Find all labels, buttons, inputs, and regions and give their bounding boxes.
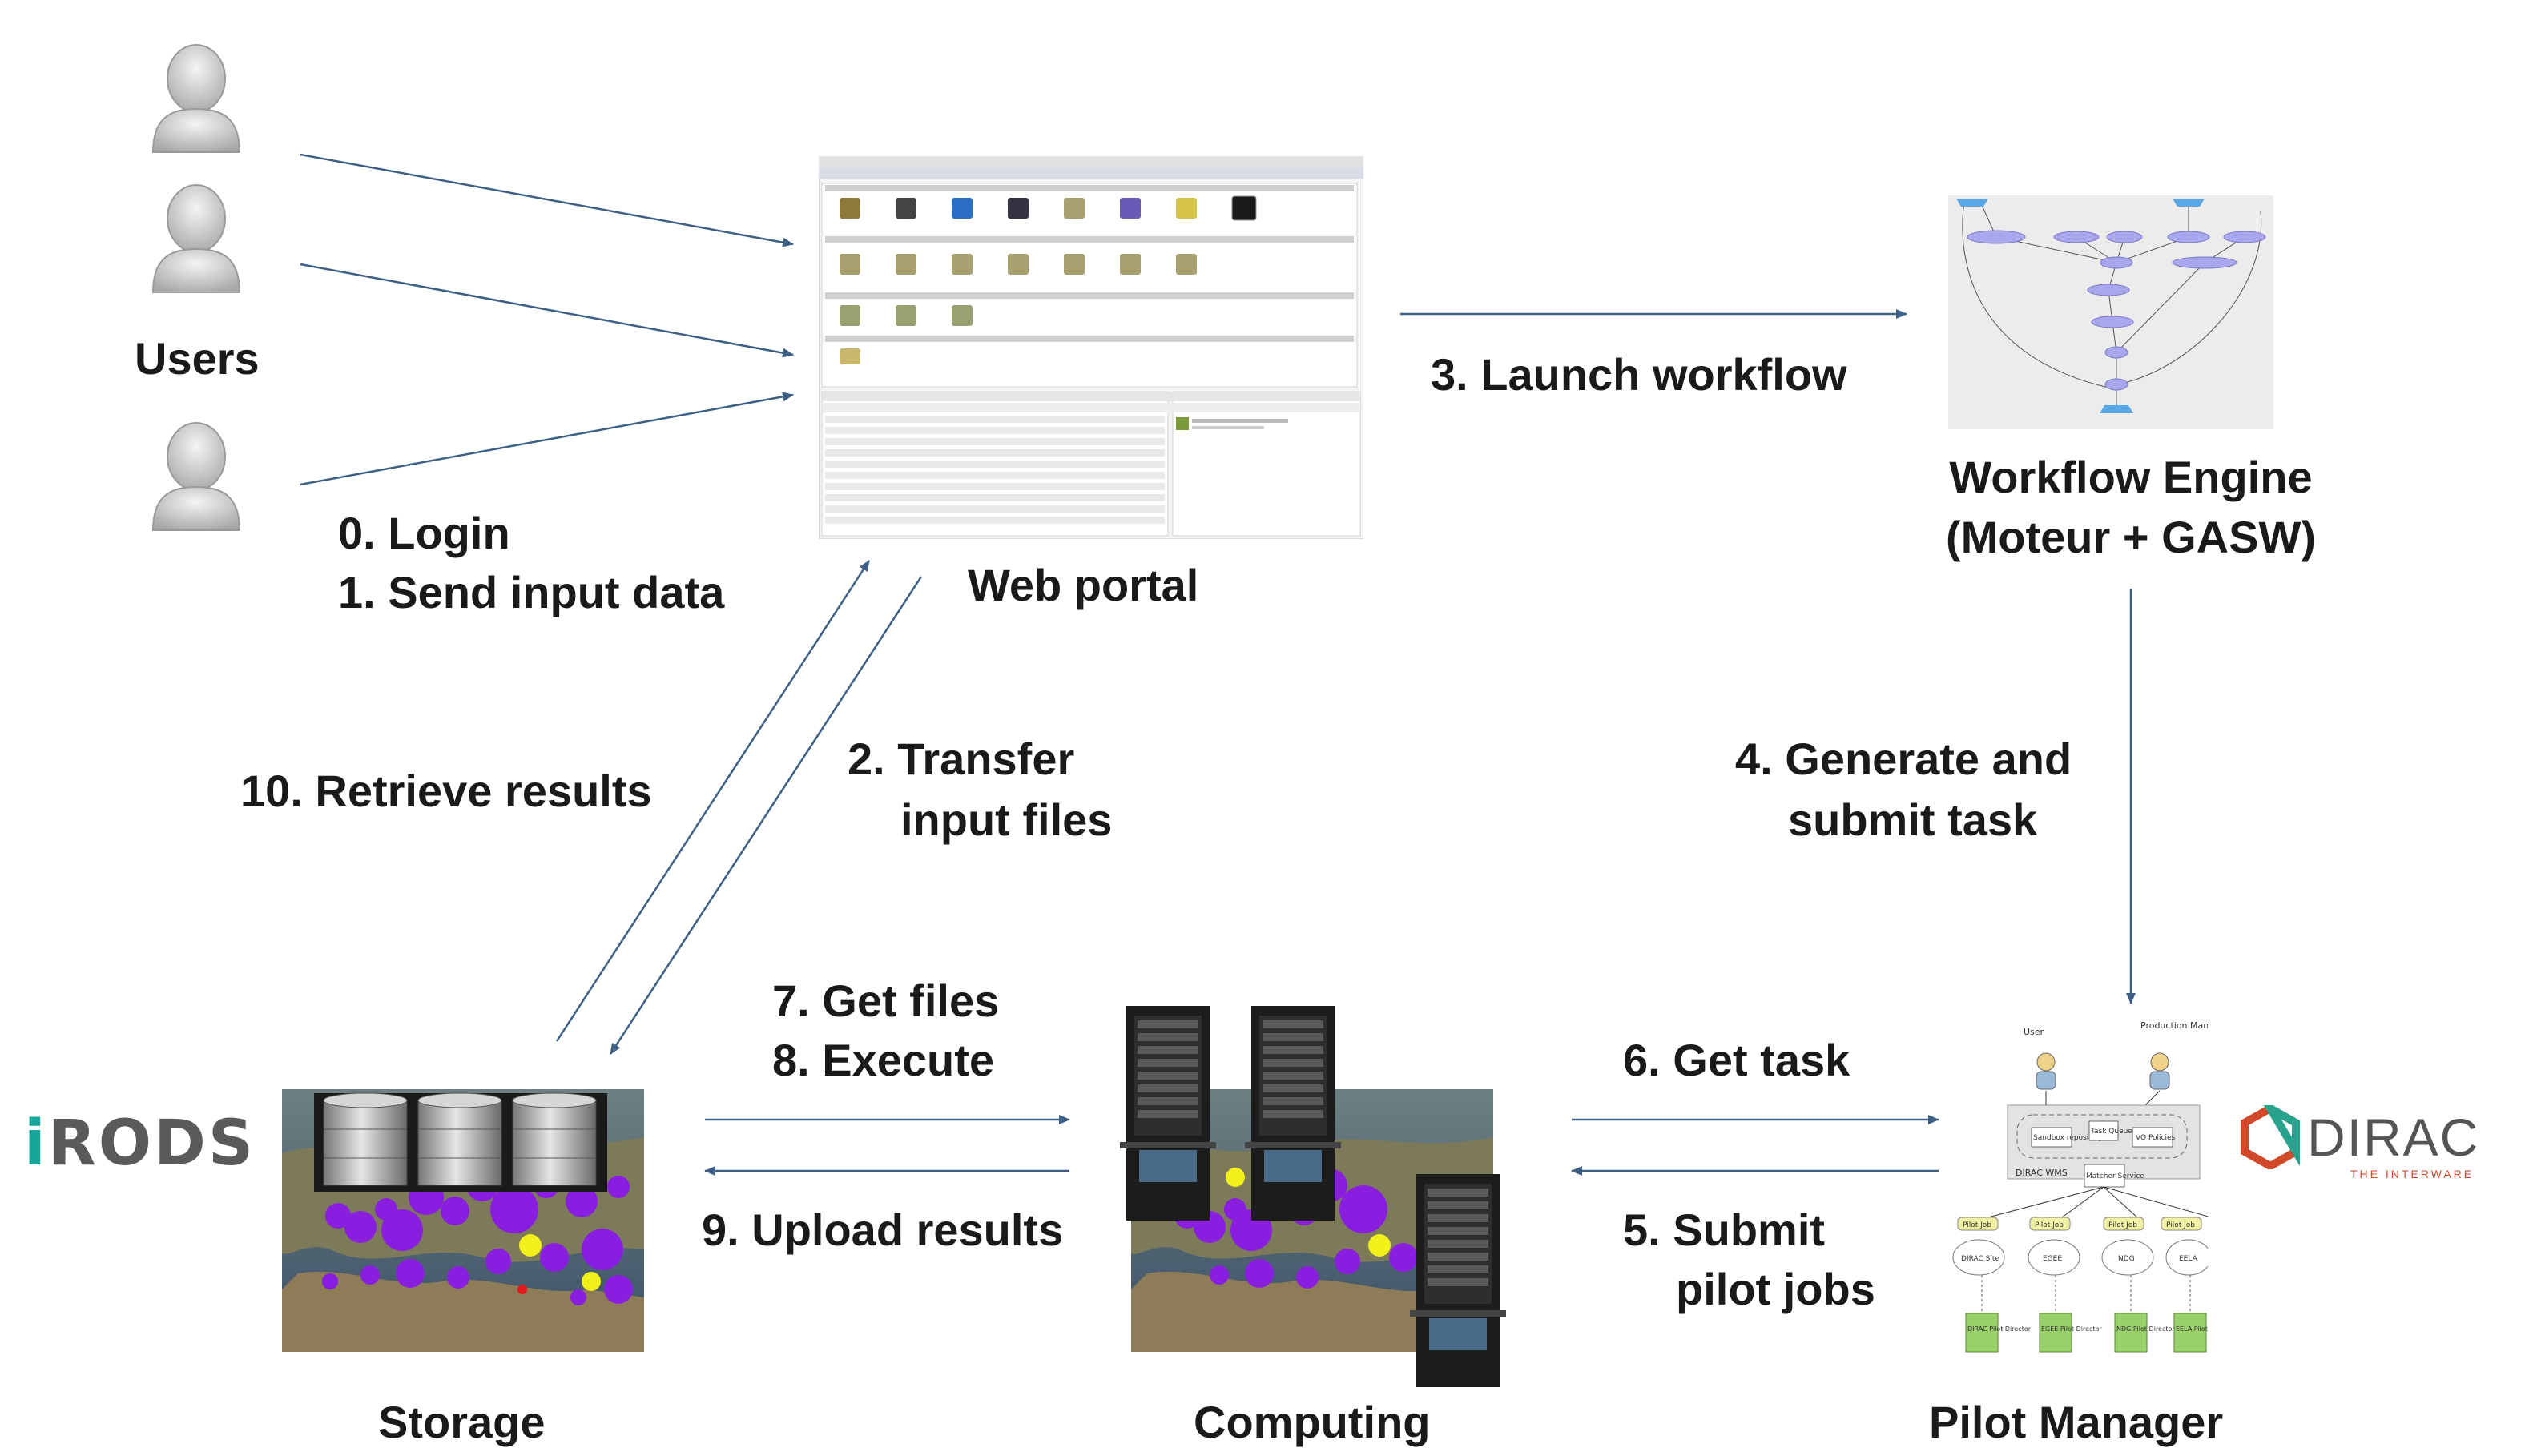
pd-site: EGEE [2043,1255,2062,1263]
workflow-engine-label: Workflow Engine [1949,452,2313,502]
dirac-tagline: THE INTERWARE [2350,1168,2475,1180]
pd-site: NDG [2118,1255,2135,1263]
arrow-storage-to-portal [555,560,871,1042]
step-submit-pilot: 5. Submit [1623,1205,1826,1255]
pd-dirac-wms: DIRAC WMS [2016,1168,2068,1178]
pd-director: EELA Pilot Director [2176,1325,2208,1333]
pd-site: EELA [2179,1255,2198,1263]
arrow-user1-to-portal [300,153,794,247]
step-launch-workflow: 3. Launch workflow [1431,349,1847,400]
step-generate: 4. Generate and [1735,734,2072,784]
pd-pilot-job: Pilot Job [2166,1221,2195,1229]
server-rack-icon [1245,1006,1341,1221]
storage-label: Storage [378,1397,546,1447]
step-send-input: 1. Send input data [338,567,725,617]
pd-director: EGEE Pilot Director [2041,1325,2102,1333]
pd-pilot-job: Pilot Job [2108,1221,2137,1229]
pd-sandbox: Sandbox repository [2033,1134,2104,1142]
pd-pilot-job: Pilot Job [2035,1221,2064,1229]
pd-user: User [2024,1027,2044,1037]
pilot-manager-label: Pilot Manager [1929,1397,2224,1447]
dirac-logo-icon [2238,1097,2302,1171]
pilot-manager-diagram: User Production Manager DIRAC WMS Sandbo… [1943,1017,2236,1361]
workflow-engine-sublabel: (Moteur + GASW) [1946,512,2316,562]
computing-label: Computing [1194,1397,1431,1447]
step-execute: 8. Execute [772,1035,995,1085]
user-icon [148,40,244,156]
step-upload-results: 9. Upload results [702,1205,1064,1255]
pd-site: DIRAC Site [1961,1255,1999,1263]
pd-vo-policies: VO Policies [2136,1134,2176,1142]
step-login: 0. Login [338,508,510,558]
step-pilot-jobs: pilot jobs [1676,1264,1875,1314]
web-portal-label: Web portal [968,560,1199,610]
arrow-user2-to-portal [300,263,794,358]
step-get-task: 6. Get task [1623,1035,1850,1085]
step-transfer-files: input files [900,794,1113,845]
arrow-user3-to-portal [300,392,794,486]
web-portal-screenshot [818,155,1364,540]
step-submit-task: submit task [1788,794,2038,845]
workflow-engine-graph [1948,195,2273,429]
step-get-files: 7. Get files [772,975,1000,1026]
users-label: Users [135,333,260,384]
user-icon [148,418,244,534]
pd-director: DIRAC Pilot Director [1967,1325,2032,1333]
pd-matcher: Matcher Service [2086,1172,2144,1180]
server-rack-icon [1410,1174,1506,1387]
server-rack-icon [1120,1006,1216,1221]
pd-task-queue: Task Queue [2090,1128,2132,1136]
arrow-portal-to-storage [609,576,923,1055]
pd-pilot-job: Pilot Job [1963,1221,1991,1229]
step-transfer: 2. Transfer [848,734,1075,784]
pd-director: NDG Pilot Director [2116,1325,2175,1333]
pd-production-manager: Production Manager [2140,1020,2208,1031]
dirac-logo-text: DIRAC [2307,1108,2480,1167]
irods-logo: iRODS [24,1108,256,1180]
step-retrieve-results: 10. Retrieve results [240,766,652,816]
storage-map [282,1089,644,1352]
user-icon [148,180,244,296]
